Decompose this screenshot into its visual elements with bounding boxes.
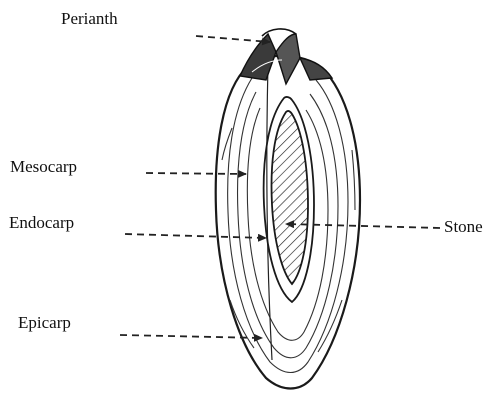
- arrow-stone: [286, 224, 440, 228]
- arrow-perianth: [196, 36, 270, 42]
- label-stone: Stone: [444, 217, 483, 237]
- arrow-mesocarp: [146, 173, 246, 174]
- central-line: [267, 64, 272, 360]
- arrow-endocarp: [125, 234, 266, 238]
- label-epicarp: Epicarp: [18, 313, 71, 333]
- label-perianth: Perianth: [61, 9, 118, 29]
- perianth-shape: [240, 29, 332, 84]
- stone-shape: [272, 111, 308, 284]
- label-mesocarp: Mesocarp: [10, 157, 77, 177]
- label-endocarp: Endocarp: [9, 213, 74, 233]
